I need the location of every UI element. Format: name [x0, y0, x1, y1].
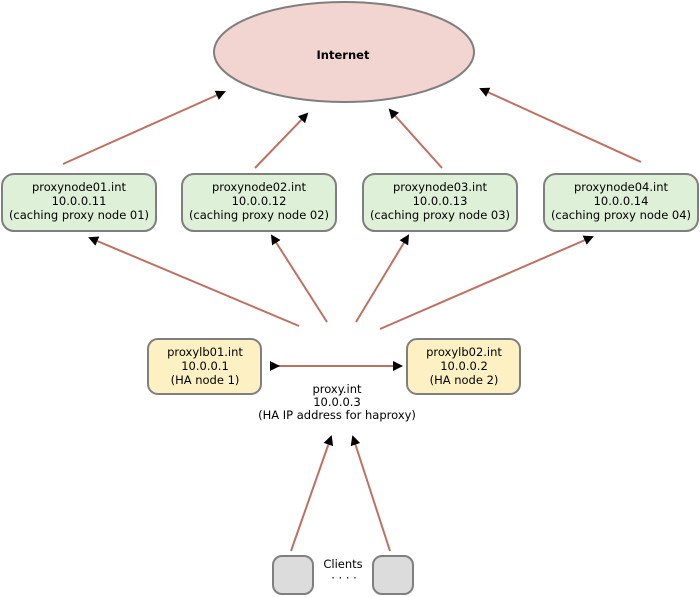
arrow-proxynode01-to-internet [62, 90, 226, 165]
proxynode-03-role: (caching proxy node 03) [370, 208, 510, 222]
arrow-proxynode04-to-internet [479, 87, 642, 163]
arrow-vip-to-proxynode04 [379, 235, 594, 330]
proxynode-04-hostname: proxynode04.int [574, 180, 669, 194]
connectors-clients-to-vip [290, 435, 391, 552]
vip-description: (HA IP address for haproxy) [258, 408, 416, 422]
proxylb-02-ip: 10.0.0.2 [440, 359, 488, 373]
proxynode-04-ip: 10.0.0.14 [594, 194, 649, 208]
proxylb-02-hostname: proxylb02.int [426, 345, 502, 359]
proxynode-04-role: (caching proxy node 04) [551, 208, 691, 222]
clients-label: Clients [323, 557, 362, 571]
proxynode-01-ip: 10.0.0.11 [52, 194, 107, 208]
proxynode-02-role: (caching proxy node 02) [189, 208, 329, 222]
clients-group: Clients · · · · [272, 555, 414, 595]
vip-ip: 10.0.0.3 [313, 395, 361, 409]
internet-label: Internet [317, 48, 370, 62]
proxylb-01-role: (HA node 1) [171, 373, 240, 387]
proxynode-04: proxynode04.int 10.0.0.14 (caching proxy… [543, 173, 699, 232]
clients-ellipsis: · · · · [331, 571, 357, 585]
proxynode-01: proxynode01.int 10.0.0.11 (caching proxy… [1, 173, 157, 232]
proxynode-01-role: (caching proxy node 01) [9, 208, 149, 222]
connectors-proxy-to-internet [62, 87, 642, 169]
arrow-proxynode02-to-internet [254, 112, 309, 169]
proxynode-03: proxynode03.int 10.0.0.13 (caching proxy… [362, 173, 518, 232]
proxynode-03-ip: 10.0.0.13 [413, 194, 468, 208]
arrow-client1-to-vip [290, 435, 334, 552]
connectors-vip-to-proxies [88, 234, 594, 330]
vip-label: proxy.int 10.0.0.3 (HA IP address for ha… [258, 382, 416, 422]
proxylb-02: proxylb02.int 10.0.0.2 (HA node 2) [406, 338, 521, 395]
arrow-vip-to-proxynode02 [270, 234, 328, 323]
proxynode-02: proxynode02.int 10.0.0.12 (caching proxy… [181, 173, 337, 232]
client-2 [372, 555, 414, 595]
client-1 [272, 555, 314, 595]
proxynode-02-ip: 10.0.0.12 [232, 194, 287, 208]
proxylb-02-role: (HA node 2) [430, 373, 499, 387]
arrow-vip-to-proxynode03 [355, 234, 410, 323]
arrow-client2-to-vip [350, 435, 391, 552]
vip-hostname: proxy.int [312, 382, 362, 396]
arrow-proxynode03-to-internet [388, 108, 443, 169]
arrow-vip-to-proxynode01 [88, 236, 300, 327]
proxynode-01-hostname: proxynode01.int [32, 180, 127, 194]
proxynode-03-hostname: proxynode03.int [393, 180, 488, 194]
proxylb-01-ip: 10.0.0.1 [181, 359, 229, 373]
internet-node: Internet [213, 1, 475, 103]
proxynode-02-hostname: proxynode02.int [212, 180, 307, 194]
proxylb-01: proxylb01.int 10.0.0.1 (HA node 1) [147, 338, 262, 395]
proxylb-01-hostname: proxylb01.int [167, 345, 243, 359]
